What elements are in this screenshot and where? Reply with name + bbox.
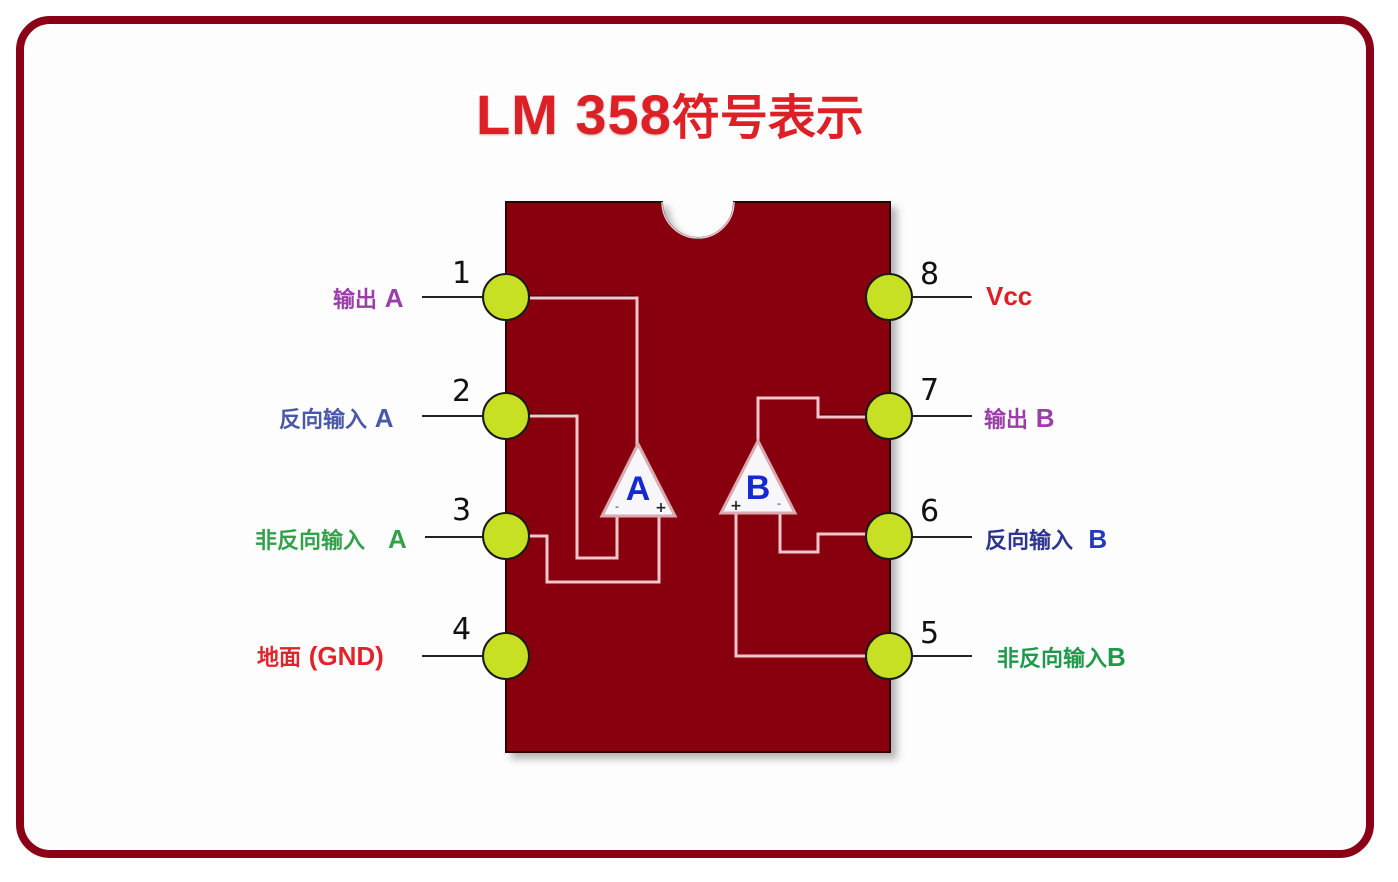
trace-outlines [530, 295, 866, 416]
pin-label-7-letter: B [1035, 403, 1055, 433]
opamp-B: B + - [718, 437, 798, 515]
pin-number-7: 7 [920, 373, 940, 408]
opamp-A-inverting-sign: - [615, 500, 619, 513]
pad-pin-3 [482, 512, 530, 560]
chip-notch-edge [661, 201, 735, 239]
pin-label-3-letter: A [388, 524, 407, 554]
pad-pin-4 [482, 632, 530, 680]
pad-pin-7 [865, 392, 913, 440]
pin-label-4: 地面 (GND) [257, 640, 384, 672]
pin-number-1: 1 [452, 256, 472, 291]
pin-number-2: 2 [452, 374, 472, 409]
pad-pin-6 [865, 512, 913, 560]
internal-traces [530, 296, 866, 658]
pin-number-8: 8 [920, 257, 940, 292]
pad-pin-5 [865, 632, 913, 680]
trace-pin7-outB [756, 396, 866, 442]
pin-label-8-letter: Vcc [986, 281, 1033, 311]
pin-label-5-text: 非反向输入 [997, 647, 1108, 672]
opamp-B-label: B [746, 469, 771, 507]
opamp-B-noninverting-sign: + [730, 498, 742, 514]
pin-number-4: 4 [452, 612, 472, 647]
pin-number-3: 3 [452, 493, 472, 528]
pin-label-8: Vcc [986, 281, 1032, 312]
pin-label-7: 输出 B [984, 402, 1054, 434]
trace-pin3-noninvA [530, 516, 661, 584]
trace-pin5-noninvB [734, 512, 866, 658]
pin-label-5: 非反向输入B [997, 641, 1126, 673]
pin-label-6-text: 反向输入 [985, 529, 1074, 554]
pin-label-7-text: 输出 [984, 408, 1029, 433]
pin-label-6: 反向输入 B [985, 523, 1107, 555]
pin-label-3: 非反向输入 A [255, 523, 407, 555]
opamp-A-label: A [626, 470, 651, 508]
trace-pin6-invB [778, 512, 866, 554]
pin-number-5: 5 [920, 616, 940, 651]
opamp-B-inverting-sign: - [777, 497, 781, 510]
pin-label-1-text: 输出 [333, 288, 378, 313]
trace-pin1-outA [530, 296, 639, 446]
pin-pads [482, 273, 913, 680]
pad-pin-8 [865, 273, 913, 321]
pin-leads [422, 296, 972, 657]
page-title: LM 358符号表示 [476, 78, 864, 148]
pin-label-2: 反向输入 A [279, 402, 393, 434]
pin-label-3-text: 非反向输入 [255, 529, 366, 554]
pin-label-4-letter: (GND) [308, 641, 384, 671]
opamp-A: A - + [599, 440, 678, 518]
trace-pin2-invA [530, 414, 619, 560]
title-part-number: LM 358 [476, 83, 672, 146]
chip-body [505, 201, 891, 753]
pad-pin-2 [482, 392, 530, 440]
pin-label-1-letter: A [384, 283, 404, 313]
pin-label-1: 输出 A [333, 282, 403, 314]
pad-pin-1 [482, 273, 530, 321]
pin-label-2-text: 反向输入 [279, 408, 368, 433]
pin-label-6-letter: B [1088, 524, 1108, 554]
title-caption: 符号表示 [671, 90, 864, 146]
pin-label-4-text: 地面 [257, 646, 302, 671]
opamp-A-noninverting-sign: + [655, 500, 667, 516]
pin-label-5-letter: B [1107, 642, 1126, 672]
pin-number-6: 6 [920, 494, 940, 529]
pin-label-2-letter: A [374, 403, 394, 433]
